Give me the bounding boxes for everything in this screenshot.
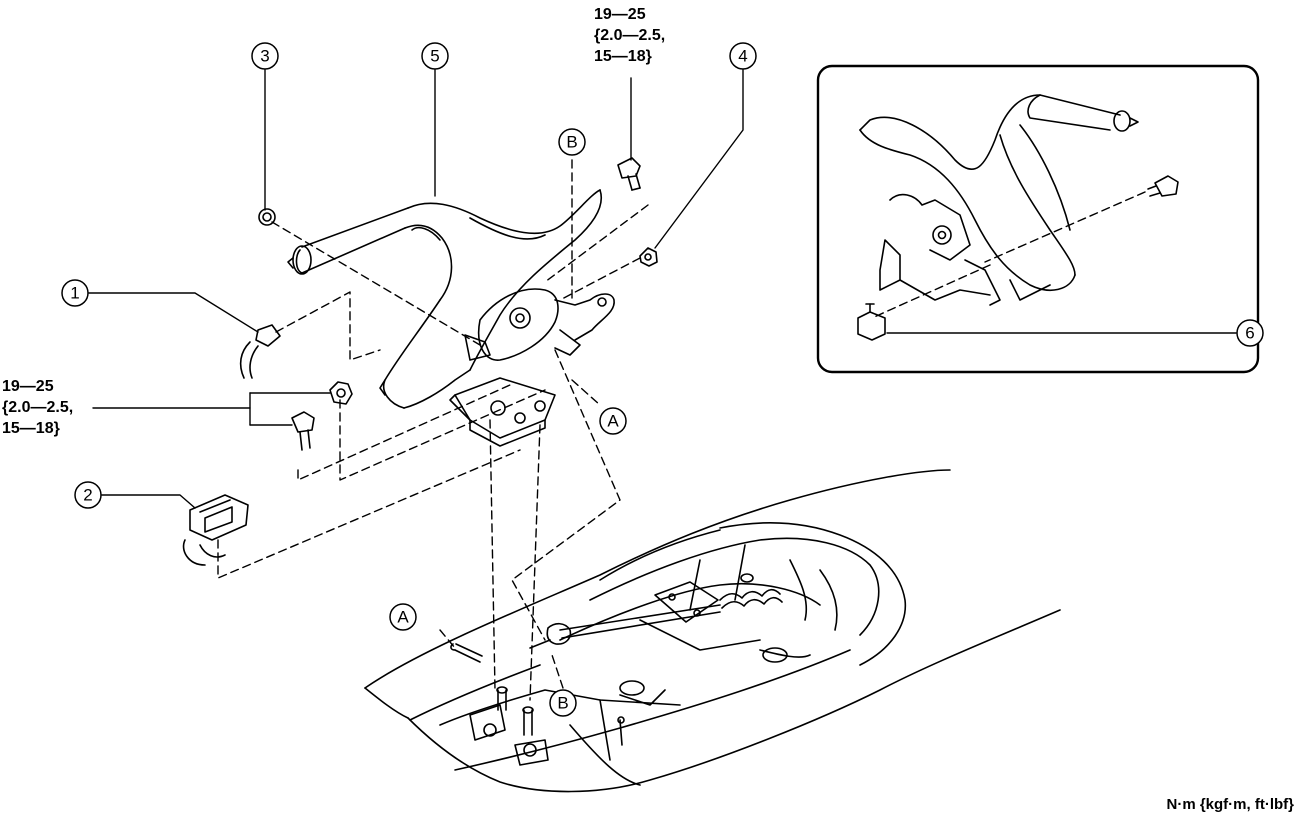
callout-circle-3 (251, 42, 279, 70)
callout-circle-1 (61, 279, 89, 307)
callout-6: 6 (1245, 324, 1254, 343)
part-4-nut (639, 247, 658, 267)
torque-top-line-1: 19—25 (594, 6, 646, 23)
torque-left-line-1: 19—25 (2, 378, 54, 395)
floor-studs (483, 686, 537, 757)
parking-brake-lever (287, 189, 615, 447)
callout-5: 5 (430, 47, 439, 66)
torque-top-line-2: {2.0—2.5, (594, 27, 666, 44)
part-1-connector (239, 324, 281, 379)
cable-equalizer (450, 573, 783, 663)
top-bolt (617, 157, 641, 191)
callout-leaders (88, 69, 1237, 509)
callout-a-upper: A (607, 412, 619, 431)
callout-b-upper: B (566, 133, 577, 152)
callout-circle-a-lower (389, 603, 417, 631)
callout-4: 4 (738, 47, 747, 66)
callout-circle-b-upper (558, 128, 586, 156)
callout-labels: 1 2 3 4 5 6 A A B B (70, 47, 1254, 713)
part-2-connector (182, 494, 249, 566)
part-3-nut (258, 208, 276, 226)
left-nut (329, 381, 353, 405)
torque-left-line-2: {2.0—2.5, (2, 399, 74, 416)
callout-2: 2 (83, 486, 92, 505)
floor-console-tunnel (364, 469, 1061, 793)
callout-circle-2 (74, 481, 102, 509)
callout-circle-6 (1236, 319, 1264, 347)
torque-top-line-3: 15—18} (594, 48, 652, 65)
callout-a-lower: A (397, 608, 409, 627)
callout-b-lower: B (557, 694, 568, 713)
torque-left-line-3: 15—18} (2, 420, 60, 437)
units-label: N·m {kgf·m, ft·lbf} (1166, 796, 1295, 813)
callout-circle-5 (421, 42, 449, 70)
callout-3: 3 (260, 47, 269, 66)
callout-circle-b-lower (549, 689, 577, 717)
assembly-guide-lines (217, 159, 649, 701)
callout-circle-4 (729, 42, 757, 70)
callout-1: 1 (70, 284, 79, 303)
inset-detail-box (816, 64, 1260, 374)
torque-spec-top: 19—25 {2.0—2.5, 15—18} (594, 4, 665, 67)
callout-circle-a-upper (599, 407, 627, 435)
torque-spec-left: 19—25 {2.0—2.5, 15—18} (2, 376, 73, 439)
callout-circles (61, 42, 1264, 717)
left-bolt (291, 411, 315, 451)
